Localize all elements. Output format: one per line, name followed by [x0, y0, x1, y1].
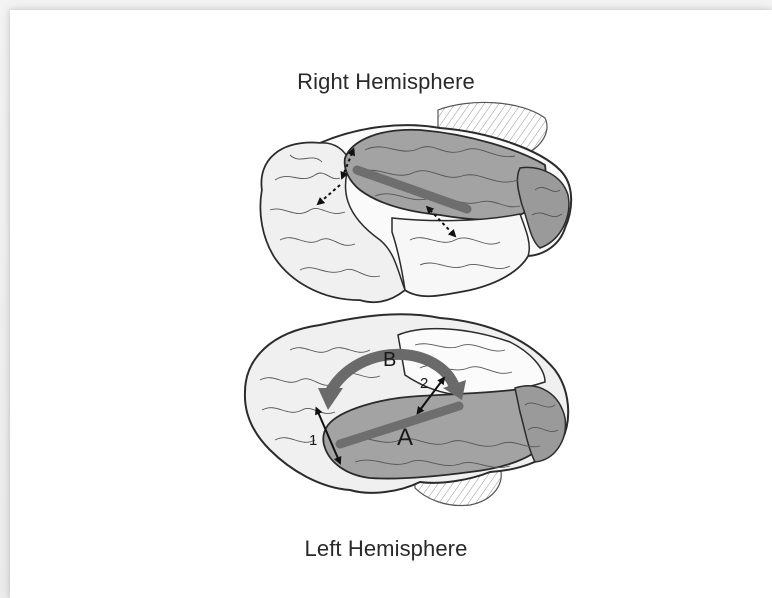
left-hemisphere: B A 1 2 [245, 314, 568, 505]
label-2: 2 [420, 375, 428, 392]
left-hemisphere-title: Left Hemisphere [0, 536, 772, 562]
label-a: A [397, 424, 413, 451]
right-hemisphere [261, 102, 572, 302]
right-parietal-region [392, 214, 529, 296]
label-1: 1 [309, 432, 317, 449]
label-b: B [383, 349, 396, 371]
